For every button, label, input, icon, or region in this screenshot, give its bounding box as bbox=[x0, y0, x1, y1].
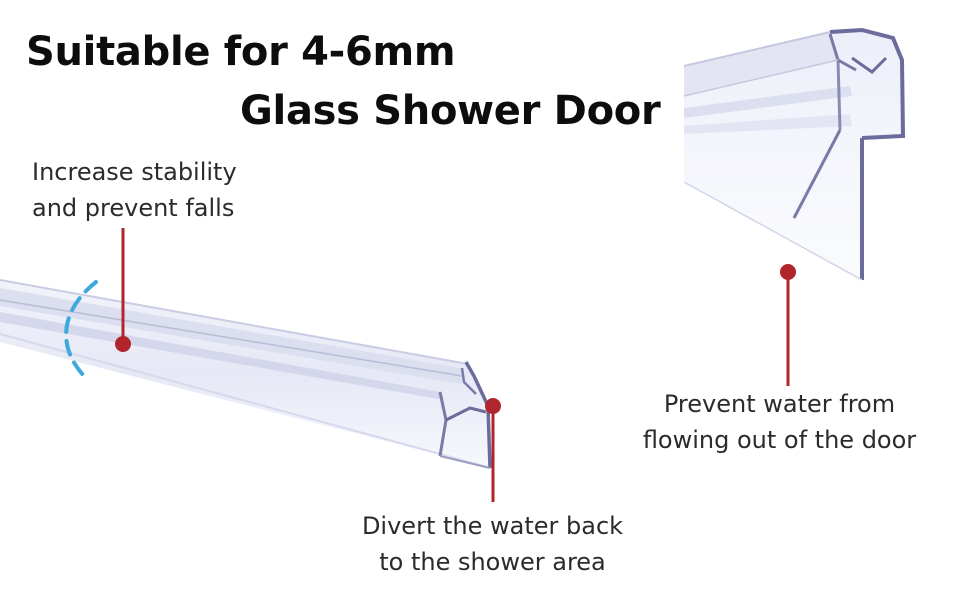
callout-divert-water: Divert the water back to the shower area bbox=[320, 508, 665, 580]
closeup-seal bbox=[683, 27, 906, 281]
callout-stability-line-1: Increase stability bbox=[32, 158, 237, 186]
headline-line-1: Suitable for 4-6mm bbox=[26, 29, 456, 75]
callout-divert-line-1: Divert the water back bbox=[361, 512, 624, 540]
headline-line-2: Glass Shower Door bbox=[240, 88, 661, 134]
callout-prevent-line-1: Prevent water from bbox=[663, 390, 896, 418]
callout-stability: Increase stability and prevent falls bbox=[32, 154, 237, 226]
callout-prevent-line-2: flowing out of the door bbox=[642, 426, 917, 454]
callout-prevent-water: Prevent water from flowing out of the do… bbox=[607, 386, 952, 458]
callout-divert-line-2: to the shower area bbox=[379, 548, 606, 576]
marker-prevent bbox=[780, 264, 796, 386]
marker-divert bbox=[485, 398, 501, 502]
dashed-arc bbox=[64, 280, 98, 380]
callout-stability-line-2: and prevent falls bbox=[32, 194, 235, 222]
marker-stability bbox=[115, 228, 131, 352]
